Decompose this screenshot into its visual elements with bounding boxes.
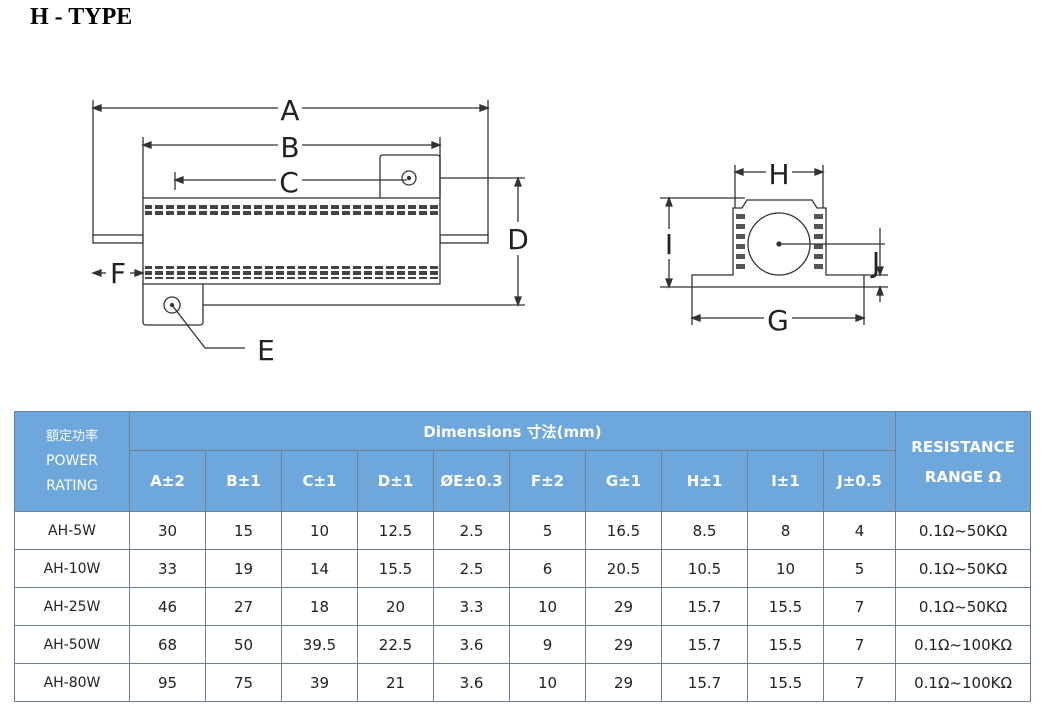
label-c: C bbox=[279, 166, 299, 199]
column-header: G±1 bbox=[585, 450, 662, 512]
resistance-range-header: RESISTANCE RANGE Ω bbox=[895, 411, 1032, 512]
value-cell: 3.6 bbox=[433, 625, 510, 664]
value-cell: 2.5 bbox=[433, 511, 510, 550]
value-cell: 7 bbox=[822, 625, 897, 664]
value-cell: 15 bbox=[205, 511, 282, 550]
label-b: B bbox=[280, 131, 299, 164]
column-header: I±1 bbox=[747, 450, 824, 512]
table-row: AH-5W 30 15 10 12.5 2.5 5 16.5 8.5 8 4 0… bbox=[14, 511, 1032, 550]
value-cell: 18 bbox=[281, 587, 358, 626]
value-cell: 15.5 bbox=[747, 587, 824, 626]
table-row: AH-50W 68 50 39.5 22.5 3.6 9 29 15.7 15.… bbox=[14, 625, 1032, 664]
side-view-labels: A B C D E F bbox=[110, 94, 529, 367]
value-cell: 7 bbox=[822, 663, 897, 702]
label-f: F bbox=[110, 257, 126, 290]
end-view-labels: H I J G bbox=[665, 158, 880, 337]
value-cell: 39.5 bbox=[281, 625, 358, 664]
column-header: ØE±0.3 bbox=[433, 450, 510, 512]
value-cell: 8.5 bbox=[661, 511, 748, 550]
column-header: H±1 bbox=[661, 450, 748, 512]
value-cell: 10.5 bbox=[661, 549, 748, 588]
dimension-drawing: A B C D E F bbox=[91, 94, 888, 367]
table-row: AH-10W 33 19 14 15.5 2.5 6 20.5 10.5 10 … bbox=[14, 549, 1032, 588]
column-header: F±2 bbox=[509, 450, 586, 512]
table-row: AH-25W 46 27 18 20 3.3 10 29 15.7 15.5 7… bbox=[14, 587, 1032, 626]
side-view bbox=[91, 100, 525, 349]
column-header: B±1 bbox=[205, 450, 282, 512]
column-header: J±0.5 bbox=[822, 450, 897, 512]
column-header: D±1 bbox=[357, 450, 434, 512]
value-cell: 22.5 bbox=[357, 625, 434, 664]
value-cell: 15.5 bbox=[357, 549, 434, 588]
value-cell: 6 bbox=[509, 549, 586, 588]
value-cell: 8 bbox=[747, 511, 824, 550]
value-cell: 46 bbox=[129, 587, 206, 626]
label-h: H bbox=[768, 158, 789, 191]
value-cell: 95 bbox=[129, 663, 206, 702]
value-cell: 10 bbox=[747, 549, 824, 588]
value-cell: 33 bbox=[129, 549, 206, 588]
value-cell: 3.6 bbox=[433, 663, 510, 702]
value-cell: 15.7 bbox=[661, 587, 748, 626]
value-cell: 15.5 bbox=[747, 625, 824, 664]
value-cell: 39 bbox=[281, 663, 358, 702]
model-cell: AH-80W bbox=[14, 663, 130, 702]
model-cell: AH-10W bbox=[14, 549, 130, 588]
label-e: E bbox=[257, 334, 275, 367]
value-cell: 29 bbox=[585, 625, 662, 664]
value-cell: 14 bbox=[281, 549, 358, 588]
value-cell: 15.5 bbox=[747, 663, 824, 702]
value-cell: 2.5 bbox=[433, 549, 510, 588]
model-cell: AH-25W bbox=[14, 587, 130, 626]
value-cell: 20 bbox=[357, 587, 434, 626]
value-cell: 3.3 bbox=[433, 587, 510, 626]
value-cell: 10 bbox=[509, 663, 586, 702]
column-header: C±1 bbox=[281, 450, 358, 512]
range-cell: 0.1Ω~50KΩ bbox=[895, 587, 1032, 626]
value-cell: 68 bbox=[129, 625, 206, 664]
value-cell: 29 bbox=[585, 587, 662, 626]
value-cell: 9 bbox=[509, 625, 586, 664]
label-j: J bbox=[870, 246, 880, 279]
value-cell: 21 bbox=[357, 663, 434, 702]
value-cell: 19 bbox=[205, 549, 282, 588]
label-i: I bbox=[665, 228, 673, 261]
label-a: A bbox=[280, 94, 299, 127]
range-cell: 0.1Ω~100KΩ bbox=[895, 625, 1032, 664]
spec-table: 額定功率 POWER RATING Dimensions 寸法(mm) RESI… bbox=[14, 411, 1032, 702]
value-cell: 7 bbox=[822, 587, 897, 626]
label-d: D bbox=[507, 223, 529, 256]
label-g: G bbox=[767, 304, 789, 337]
value-cell: 29 bbox=[585, 663, 662, 702]
column-header: A±2 bbox=[129, 450, 206, 512]
value-cell: 5 bbox=[822, 549, 897, 588]
end-view bbox=[660, 165, 888, 325]
table-row: AH-80W 95 75 39 21 3.6 10 29 15.7 15.5 7… bbox=[14, 663, 1032, 702]
value-cell: 27 bbox=[205, 587, 282, 626]
model-cell: AH-50W bbox=[14, 625, 130, 664]
value-cell: 20.5 bbox=[585, 549, 662, 588]
power-rating-header: 額定功率 POWER RATING bbox=[14, 411, 130, 512]
value-cell: 75 bbox=[205, 663, 282, 702]
model-cell: AH-5W bbox=[14, 511, 130, 550]
range-cell: 0.1Ω~50KΩ bbox=[895, 549, 1032, 588]
range-cell: 0.1Ω~100KΩ bbox=[895, 663, 1032, 702]
value-cell: 12.5 bbox=[357, 511, 434, 550]
value-cell: 50 bbox=[205, 625, 282, 664]
value-cell: 15.7 bbox=[661, 625, 748, 664]
value-cell: 15.7 bbox=[661, 663, 748, 702]
dimensions-header: Dimensions 寸法(mm) bbox=[128, 411, 897, 451]
page-title: H - TYPE bbox=[30, 4, 133, 30]
value-cell: 4 bbox=[822, 511, 897, 550]
value-cell: 10 bbox=[509, 587, 586, 626]
range-cell: 0.1Ω~50KΩ bbox=[895, 511, 1032, 550]
value-cell: 5 bbox=[509, 511, 586, 550]
value-cell: 30 bbox=[129, 511, 206, 550]
value-cell: 16.5 bbox=[585, 511, 662, 550]
value-cell: 10 bbox=[281, 511, 358, 550]
